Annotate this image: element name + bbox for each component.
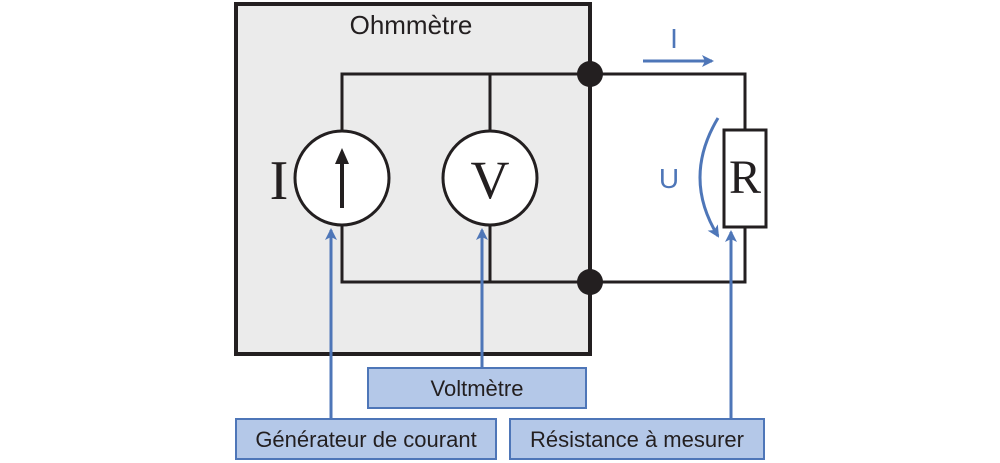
- circuit-wires: [340, 72, 747, 284]
- resistance-callout-text: Résistance à mesurer: [530, 427, 744, 452]
- ohmmeter-title: Ohmmètre: [350, 10, 473, 40]
- current-source: [293, 129, 391, 227]
- current-generator-callout: Générateur de courant: [235, 418, 497, 460]
- voltmeter-callout-text: Voltmètre: [431, 376, 524, 401]
- voltmeter: V: [441, 129, 539, 227]
- current-generator-callout-text: Générateur de courant: [255, 427, 476, 452]
- resistor: R: [722, 128, 768, 229]
- resistance-callout: Résistance à mesurer: [509, 418, 765, 460]
- voltmeter-callout: Voltmètre: [367, 367, 587, 409]
- voltmeter-symbol: V: [471, 150, 510, 210]
- current-arrow-label: I: [670, 23, 678, 54]
- terminal-node-top: [577, 61, 603, 87]
- current-source-symbol: I: [270, 150, 289, 212]
- voltage-label: U: [659, 163, 679, 194]
- voltage-arc-arrow: [698, 117, 720, 238]
- resistor-symbol: R: [729, 151, 761, 204]
- terminal-node-bottom: [577, 269, 603, 295]
